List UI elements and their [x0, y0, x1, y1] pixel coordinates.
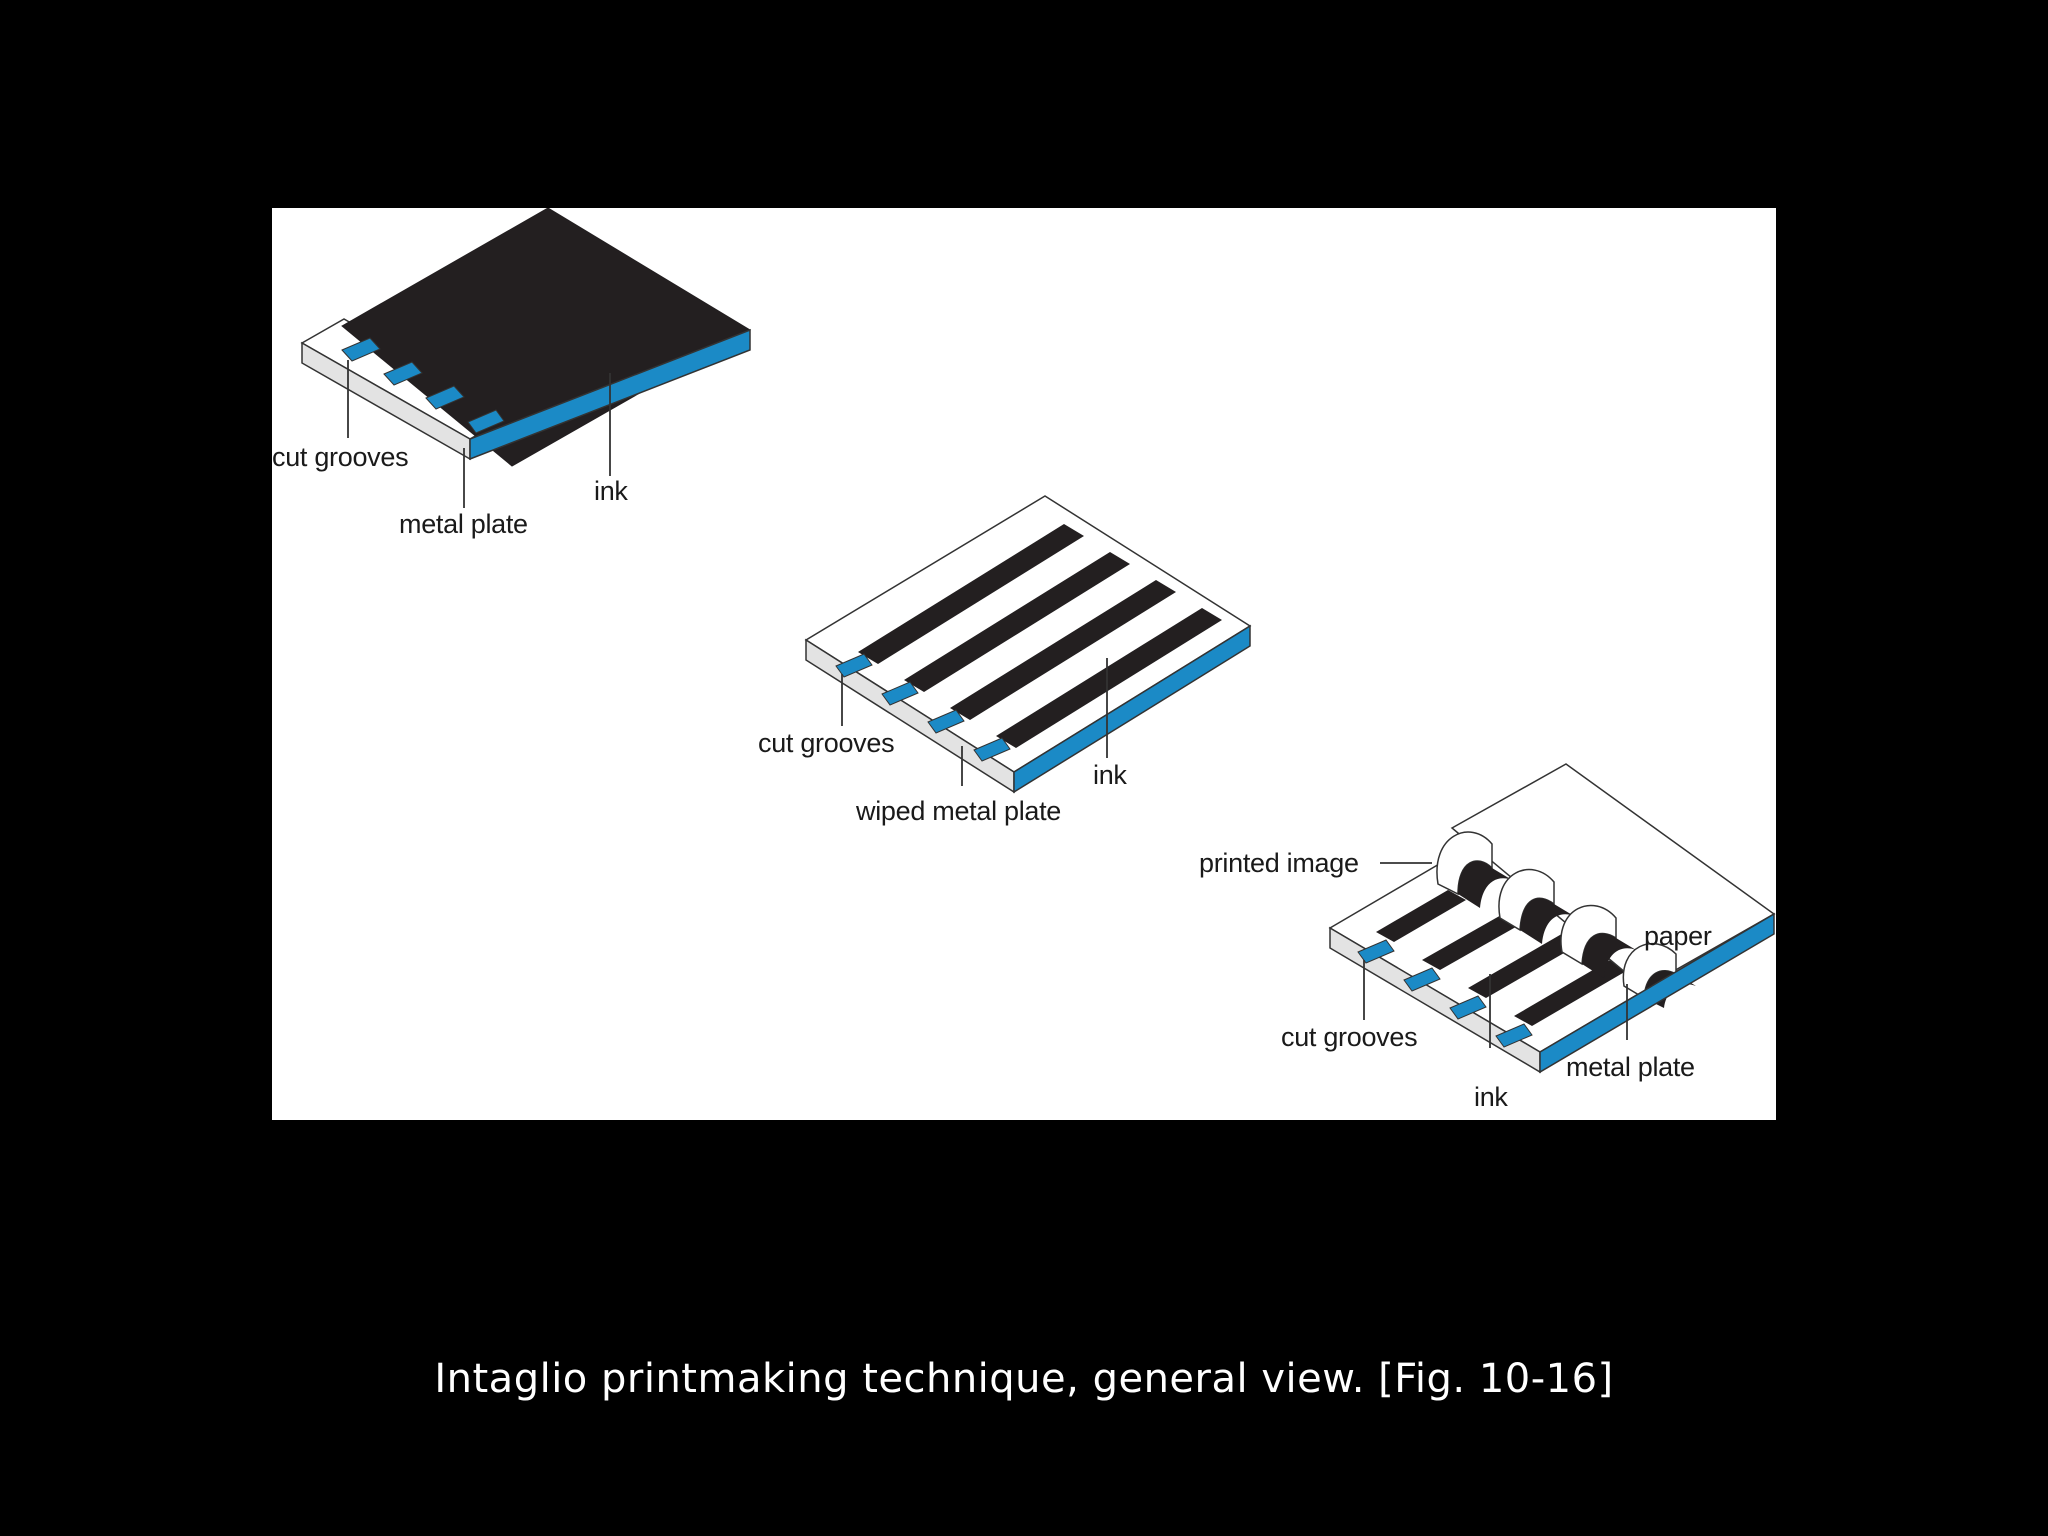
stage2-wiped-plate: cut grooves wiped metal plate ink: [758, 495, 1252, 826]
stage1-inked-plate: cut grooves metal plate ink: [272, 208, 751, 539]
figure-panel: cut grooves metal plate ink: [272, 208, 1776, 1120]
stage1-metal-plate-label: metal plate: [399, 509, 528, 539]
intaglio-diagram: cut grooves metal plate ink: [272, 208, 1776, 1112]
stage1-cut-grooves-label: cut grooves: [272, 442, 408, 472]
stage3-cut-grooves-label: cut grooves: [1281, 1022, 1417, 1052]
stage3-paper-label: paper: [1644, 921, 1712, 951]
stage3-metal-plate-label: metal plate: [1566, 1052, 1695, 1082]
stage3-printed-image-label: printed image: [1199, 848, 1359, 878]
stage2-cut-grooves-label: cut grooves: [758, 728, 894, 758]
stage3-ink-label: ink: [1474, 1082, 1508, 1112]
stage1-ink-label: ink: [594, 476, 628, 506]
stage1-grooves: [341, 337, 505, 434]
stage2-wiped-metal-plate-label: wiped metal plate: [855, 796, 1061, 826]
stage3-printed-image: [1436, 831, 1696, 1008]
stage3-printing: printed image paper cut grooves metal pl…: [1199, 763, 1776, 1112]
stage2-grooves: [835, 653, 1011, 762]
stage2-ink-label: ink: [1093, 760, 1127, 790]
figure-caption: Intaglio printmaking technique, general …: [434, 1356, 1614, 1402]
stage3-grooves: [1357, 939, 1533, 1048]
stage2-ink-stripes: [858, 524, 1222, 748]
